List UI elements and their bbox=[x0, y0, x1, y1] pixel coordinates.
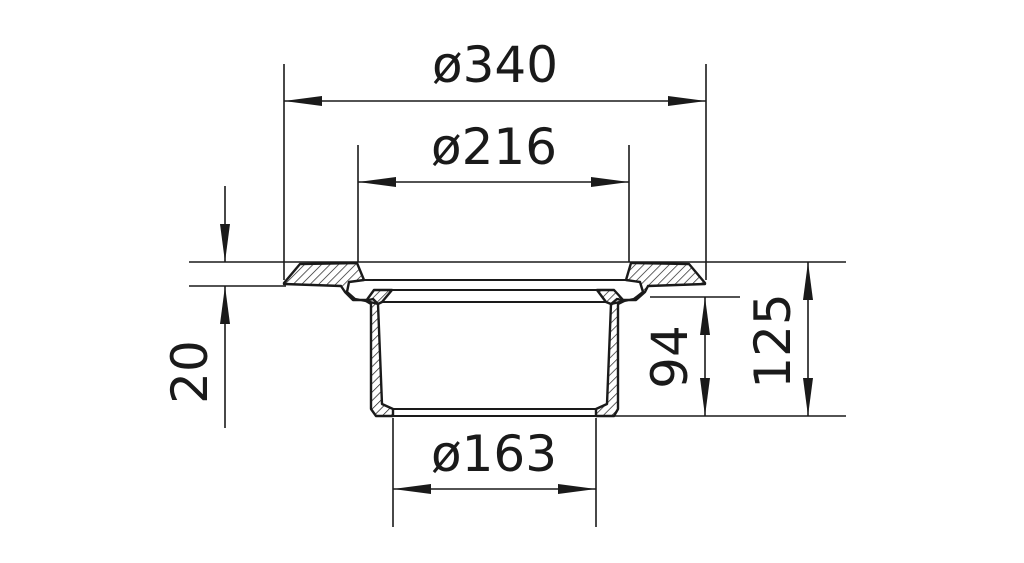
dimension-body-height: 94 bbox=[641, 297, 710, 416]
arrow-flange-down bbox=[220, 224, 230, 262]
arrow-body-up bbox=[700, 297, 710, 335]
part-section bbox=[282, 261, 707, 418]
dimension-inner-diameter: ø216 bbox=[358, 118, 629, 187]
extension-lines bbox=[189, 64, 846, 527]
arrow-outer-right bbox=[668, 96, 706, 106]
dimension-bottom-diameter: ø163 bbox=[393, 425, 596, 494]
dimension-total-height: 125 bbox=[744, 262, 813, 416]
dim-label-body-height: 94 bbox=[641, 325, 699, 389]
dimension-outer-diameter: ø340 bbox=[284, 36, 706, 106]
dim-label-inner-diameter: ø216 bbox=[431, 118, 557, 176]
arrow-outer-left bbox=[284, 96, 322, 106]
dim-label-bottom-diameter: ø163 bbox=[431, 425, 557, 483]
arrow-flange-up bbox=[220, 286, 230, 324]
left-flange-section bbox=[282, 261, 394, 306]
right-wall-section bbox=[594, 299, 626, 418]
dimension-flange-thickness: 20 bbox=[161, 186, 230, 428]
arrow-bottom-left bbox=[393, 484, 431, 494]
dim-label-total-height: 125 bbox=[744, 293, 802, 388]
dim-label-outer-diameter: ø340 bbox=[432, 36, 558, 94]
arrow-total-up bbox=[803, 262, 813, 300]
arrow-bottom-right bbox=[558, 484, 596, 494]
right-flange-section bbox=[595, 261, 707, 306]
dim-label-flange-thickness: 20 bbox=[161, 340, 219, 404]
arrow-total-down bbox=[803, 378, 813, 416]
arrow-body-down bbox=[700, 378, 710, 416]
arrow-inner-right bbox=[591, 177, 629, 187]
left-wall-section bbox=[364, 299, 395, 418]
arrow-inner-left bbox=[358, 177, 396, 187]
